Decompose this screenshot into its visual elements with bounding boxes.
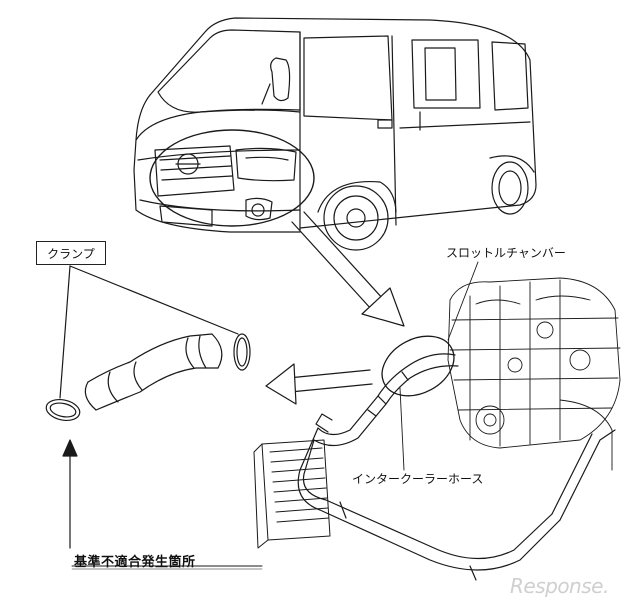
hose-highlight-ellipse	[381, 335, 455, 397]
intercooler-piping	[297, 353, 616, 581]
engine-illustration	[447, 277, 621, 471]
response-watermark: Response.	[510, 574, 609, 598]
watermark-text: Response.	[510, 574, 609, 598]
clamp-leader-right	[69, 265, 239, 335]
van-illustration	[133, 17, 537, 251]
clamp-label-box: クランプ	[36, 241, 106, 265]
intercooler-hose-label: インタークーラーホース	[352, 472, 484, 486]
defect-location-caption: 基準不適合発生箇所	[74, 555, 196, 570]
clamp-left-illustration	[45, 398, 81, 422]
clamp-leader-left	[59, 265, 71, 399]
zoom-arrow	[291, 211, 405, 327]
defect-arrow	[62, 439, 78, 549]
highlight-ellipse	[149, 129, 315, 227]
hose-leader	[399, 387, 405, 471]
throttle-leader	[447, 261, 479, 341]
clamp-label: クランプ	[47, 246, 95, 261]
throttle-chamber-label: スロットルチャンバー	[446, 246, 566, 260]
clamp-right-illustration	[233, 333, 251, 371]
intercooler-core	[253, 439, 331, 549]
removed-hose	[84, 333, 223, 411]
detail-arrow	[265, 363, 373, 405]
